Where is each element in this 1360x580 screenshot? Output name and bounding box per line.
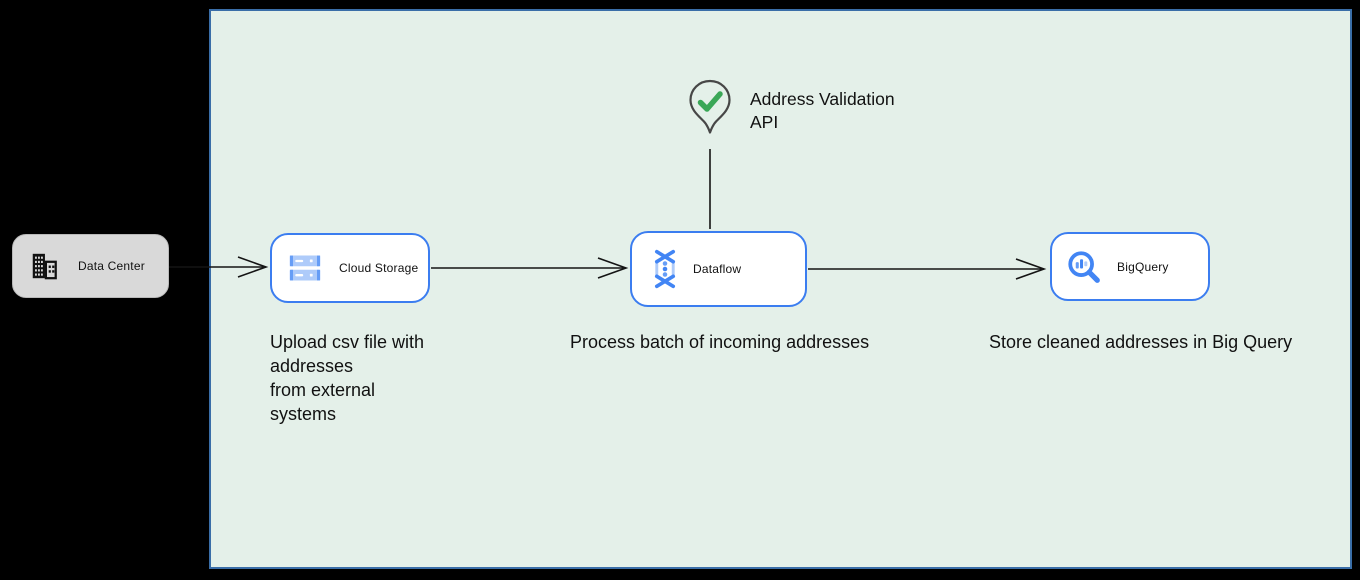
node-cloud-storage[interactable]: Cloud Storage: [270, 233, 430, 303]
caption-dataflow: Process batch of incoming addresses: [570, 332, 870, 352]
node-label: Data Center: [78, 259, 145, 273]
node-data-center[interactable]: Data Center: [12, 234, 169, 298]
node-dataflow[interactable]: Dataflow: [630, 231, 807, 307]
cloud-storage-icon: [289, 255, 321, 281]
location-pin-icon: [689, 79, 731, 134]
node-label: Dataflow: [693, 262, 742, 276]
checkmark-icon: [697, 91, 723, 112]
dataflow-icon: [654, 249, 676, 289]
caption-bigquery: Store cleaned addresses in Big Query: [989, 332, 1293, 352]
bigquery-icon: [1068, 250, 1100, 283]
caption-cloud-storage: Upload csv file with addresses from exte…: [270, 332, 425, 424]
node-label: Cloud Storage: [339, 261, 419, 275]
api-marker-label: Address Validation API: [750, 89, 895, 132]
node-bigquery[interactable]: BigQuery: [1050, 232, 1210, 301]
node-label: BigQuery: [1117, 259, 1169, 274]
address-validation-marker[interactable]: [687, 79, 733, 137]
data-center-icon: [32, 253, 57, 280]
